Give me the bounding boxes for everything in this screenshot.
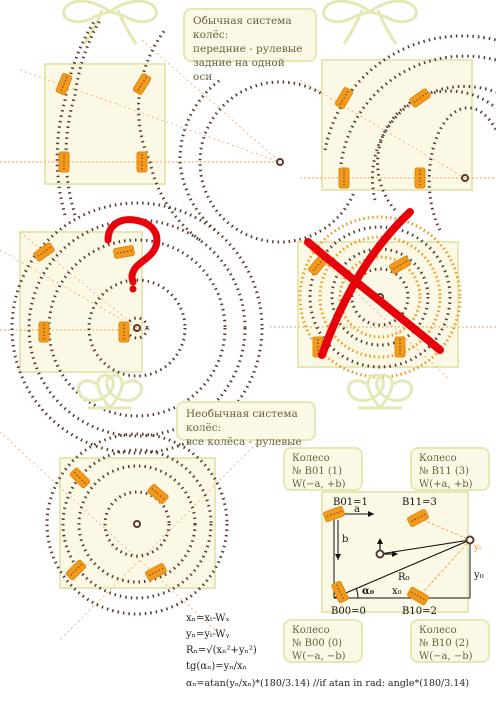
scene-middle-left	[0, 201, 264, 455]
wheel-box-b00: Колесо № B00 (0) W(−a, −b)	[283, 619, 363, 663]
label-b11: B11=3	[402, 497, 437, 508]
label-b00: B00=0	[331, 606, 366, 617]
wheel-b11-id: № B11 (3)	[419, 466, 470, 477]
label-b10: B10=2	[402, 606, 437, 617]
label-r0: R₀	[398, 572, 410, 583]
question-mark-icon	[104, 216, 161, 286]
formula-yn: yₙ=yₜ-Wᵧ	[186, 629, 230, 640]
label-y0: y₀	[473, 570, 484, 581]
callout-unusual-system: Необычная система колёс: все колёса - ру…	[176, 401, 316, 448]
wheel-box-b11: Колесо № B11 (3) W(+a, +b)	[410, 447, 490, 491]
scene-middle-right	[270, 208, 496, 381]
wheel-b11-w: W(+a, +b)	[419, 479, 473, 490]
callout-normal-system: Обычная система колёс: передние - рулевы…	[183, 8, 317, 83]
wheel-b10-w: W(−a, −b)	[419, 651, 473, 662]
wheel-b00-id: № B00 (0)	[292, 638, 343, 649]
scene-top-right	[299, 0, 496, 231]
wheel-b10-id: № B10 (2)	[419, 638, 470, 649]
wheel-b00-title: Колесо	[292, 625, 330, 636]
wheel-b10-title: Колесо	[419, 625, 457, 636]
wheel-box-b10: Колесо № B10 (2) W(−a, −b)	[410, 619, 490, 663]
schematic	[321, 491, 475, 613]
scene-bottom-left	[0, 431, 261, 641]
label-b: b	[342, 534, 348, 545]
wheel-b01-title: Колесо	[292, 453, 330, 464]
wheel-b01-w: W(−a, +b)	[292, 479, 346, 490]
label-a: a	[354, 504, 360, 515]
label-b01: B01=1	[333, 497, 368, 508]
wheel-b00-w: W(−a, −b)	[292, 651, 346, 662]
cross-mark-icon	[304, 208, 444, 359]
label-x0: x₀	[392, 586, 402, 597]
formula-alpha: αₙ=atan(yₙ/xₙ)*(180/3.14) //if atan in r…	[186, 678, 470, 689]
formula-rn: Rₙ=√(xₙ²+yₙ²)	[186, 645, 257, 656]
wheel-box-b01: Колесо № B01 (1) W(−a, +b)	[283, 447, 363, 491]
wheel-b11-title: Колесо	[419, 453, 457, 464]
label-alpha0: α₀	[362, 586, 375, 597]
label-yt: yₜ	[473, 543, 482, 553]
wheel-b01-id: № B01 (1)	[292, 466, 343, 477]
formula-xn: xₙ=xₜ-Wₓ	[186, 613, 230, 624]
scene-top-left	[0, 0, 362, 244]
formula-tg: tg(αₙ)=yₙ/xₙ	[186, 661, 247, 672]
